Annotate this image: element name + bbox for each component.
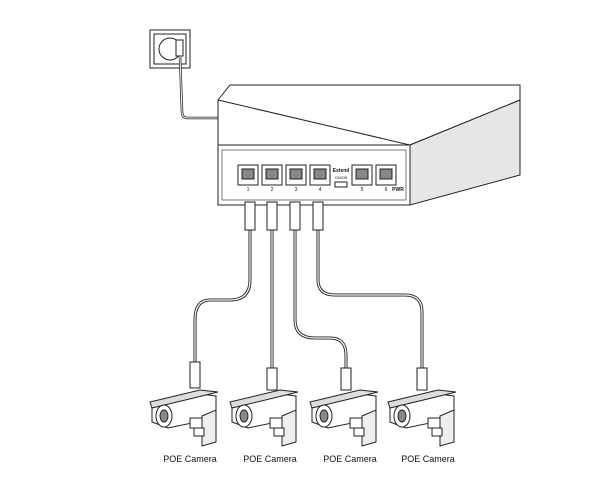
camera-label: POE Camera (243, 454, 297, 464)
camera-label: POE Camera (401, 454, 455, 464)
port-label-1: 1 (246, 187, 250, 193)
poe-camera-icon (229, 389, 299, 447)
rj45-connectors (189, 201, 428, 391)
poe-switch (217, 84, 521, 206)
port-label-5: 5 (360, 187, 364, 193)
poe-camera-icon (309, 389, 379, 447)
ethernet-ports (237, 164, 397, 186)
port-label-4: 4 (318, 187, 322, 193)
extend-switch (334, 181, 348, 188)
cameras (149, 389, 457, 447)
power-label: PWR (392, 187, 404, 193)
poe-camera-icon (387, 389, 457, 447)
ethernet-cables-inner (194, 230, 423, 370)
wall-outlet (149, 29, 191, 69)
camera-label: POE Camera (323, 454, 377, 464)
port-label-6: 6 (384, 187, 388, 193)
poe-camera-icon (149, 389, 219, 447)
power-cable-inner (179, 55, 228, 119)
port-label-3: 3 (294, 187, 298, 193)
switch-label: ON/Off (334, 175, 348, 180)
port-label-2: 2 (270, 187, 274, 193)
camera-label: POE Camera (163, 454, 217, 464)
extend-label: Extend (332, 168, 350, 174)
